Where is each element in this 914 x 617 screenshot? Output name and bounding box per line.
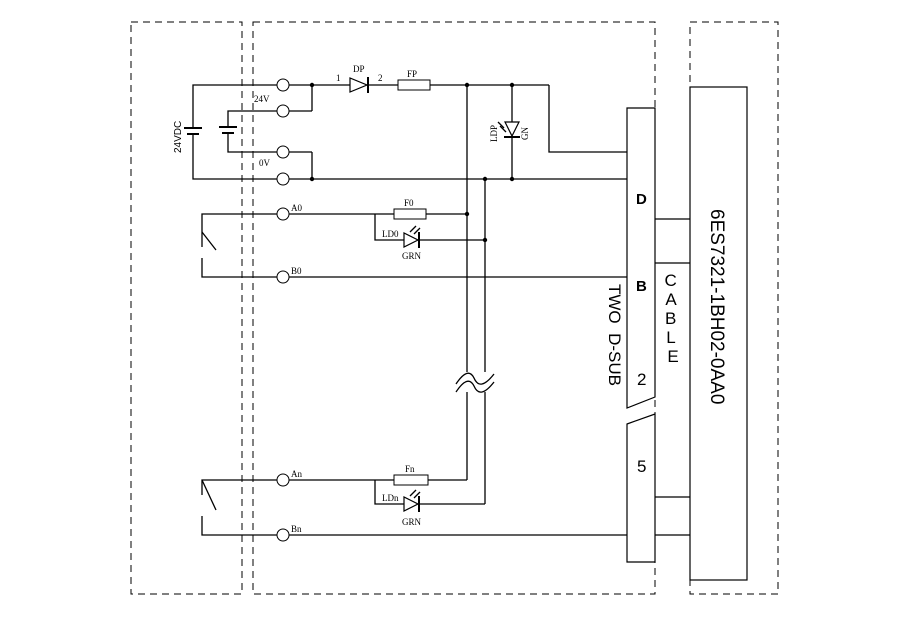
terminal-b0-label: B0 bbox=[291, 266, 302, 276]
pin-2-label: 2 bbox=[637, 370, 646, 389]
led-ldn-color: GRN bbox=[402, 517, 422, 527]
bus-lines bbox=[309, 82, 515, 504]
cable-letter: C bbox=[664, 271, 676, 290]
terminal-a0-label: A0 bbox=[291, 203, 302, 213]
cable-letter: B bbox=[665, 309, 676, 328]
channel-n: An Bn Fn LDn GRN bbox=[201, 464, 627, 542]
cable-letter: A bbox=[665, 290, 677, 309]
fuse-fp bbox=[397, 79, 431, 91]
terminal-0v-label: 0V bbox=[259, 158, 271, 168]
led-ldp-label: LDP bbox=[489, 125, 499, 142]
d-sub-upper bbox=[626, 107, 656, 409]
module-body bbox=[689, 86, 748, 581]
fuse-fn bbox=[393, 474, 429, 486]
cable-letter: E bbox=[667, 347, 678, 366]
terminal-an bbox=[276, 473, 290, 487]
pin-d-label: D bbox=[636, 191, 647, 208]
led-ldp: LDP GN bbox=[489, 85, 530, 179]
enclosure-outlines bbox=[130, 21, 779, 595]
diode-pin2-label: 2 bbox=[378, 73, 383, 83]
led-ld0-color: GRN bbox=[402, 251, 422, 261]
diode-dp bbox=[349, 77, 369, 93]
led-ld0-label: LD0 bbox=[382, 229, 399, 239]
led-ldp-color: GN bbox=[520, 127, 530, 140]
terminal-bn-label: Bn bbox=[291, 524, 302, 534]
power-path: 1 2 DP FP bbox=[289, 64, 627, 153]
cable-label: C A B L E bbox=[664, 271, 681, 366]
cable-letter: L bbox=[666, 328, 675, 347]
pin-5-label: 5 bbox=[637, 457, 646, 476]
module-part-number: 6ES7321-1BH02-0AA0 bbox=[706, 209, 727, 404]
fuse-f0-label: F0 bbox=[404, 198, 414, 208]
io-module: 6ES7321-1BH02-0AA0 bbox=[689, 86, 748, 581]
d-sub-name: TWO D-SUB bbox=[605, 284, 624, 386]
terminal-24v-label: 24V bbox=[254, 94, 270, 104]
terminal-an-label: An bbox=[291, 469, 302, 479]
channel-0: A0 B0 F0 LD0 GRN bbox=[201, 198, 627, 284]
fuse-fp-label: FP bbox=[407, 69, 417, 79]
led-ldn-label: LDn bbox=[382, 493, 399, 503]
fuse-fn-label: Fn bbox=[405, 464, 415, 474]
supply-24vdc: 24VDC bbox=[173, 84, 283, 180]
terminal-bn bbox=[276, 528, 290, 542]
supply-label: 24VDC bbox=[173, 121, 184, 153]
pin-b-label: B bbox=[636, 278, 647, 295]
cable: C A B L E bbox=[655, 218, 690, 536]
supply-terminals: 24V 0V bbox=[254, 78, 313, 186]
diode-pin1-label: 1 bbox=[336, 73, 341, 83]
d-sub-lower bbox=[626, 413, 656, 563]
terminal-b0 bbox=[276, 270, 290, 284]
terminal-a0 bbox=[276, 207, 290, 221]
diode-dp-label: DP bbox=[353, 64, 365, 74]
fuse-f0 bbox=[393, 208, 427, 220]
d-sub-connector: D B 2 5 TWO D-SUB bbox=[605, 107, 656, 563]
